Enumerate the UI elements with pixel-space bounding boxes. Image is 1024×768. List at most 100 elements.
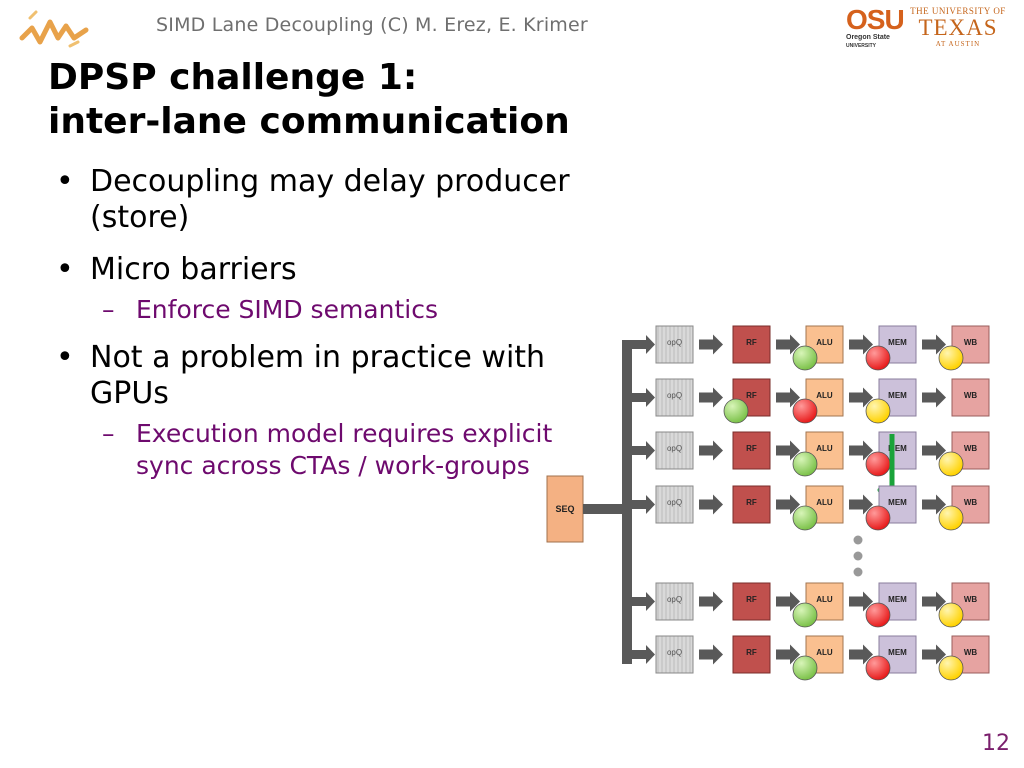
stage-opq-box xyxy=(655,378,694,417)
stage-rf-box xyxy=(732,325,771,364)
stage-arrow-head xyxy=(863,494,873,515)
stage-label: RF xyxy=(746,338,757,347)
stage-label: RF xyxy=(746,498,757,507)
stage-label: ALU xyxy=(816,595,833,604)
stage-label: RF xyxy=(746,648,757,657)
stage-arrow-head xyxy=(936,334,946,355)
progress-ball-red xyxy=(865,345,891,371)
stage-arrow xyxy=(776,596,790,607)
stage-label: opQ xyxy=(667,595,682,604)
stage-label: MEM xyxy=(888,648,907,657)
stage-label: ALU xyxy=(816,648,833,657)
stage-arrow-head xyxy=(713,644,723,665)
stage-label: MEM xyxy=(888,444,907,453)
bullet-item: • Not a problem in practice with GPUs xyxy=(56,340,590,412)
stage-mem-box xyxy=(878,485,917,524)
stage-opq-box xyxy=(655,325,694,364)
stage-arrow-head xyxy=(863,334,873,355)
stage-arrow xyxy=(849,339,863,350)
ut-logo-top: THE UNIVERSITY OF xyxy=(910,6,1006,16)
ellipsis-dot xyxy=(853,567,863,577)
lane-branch-head xyxy=(646,645,655,664)
lane-branch-head xyxy=(646,495,655,514)
progress-ball-red xyxy=(865,505,891,531)
bullet-text: Micro barriers xyxy=(90,252,297,287)
stage-label: WB xyxy=(964,648,978,657)
stage-label: WB xyxy=(964,595,978,604)
stage-arrow-head xyxy=(713,591,723,612)
bullet-dot-icon: • xyxy=(56,164,74,199)
stage-rf-box xyxy=(732,378,771,417)
stage-label: ALU xyxy=(816,498,833,507)
stage-arrow xyxy=(922,445,936,456)
osu-logo-main: OSU xyxy=(846,4,905,35)
stage-arrow xyxy=(922,339,936,350)
stage-arrow xyxy=(776,499,790,510)
stage-label: opQ xyxy=(667,498,682,507)
lane-branch xyxy=(628,597,646,606)
stage-rf-box xyxy=(732,635,771,674)
progress-ball-yellow xyxy=(938,451,964,477)
header-text: SIMD Lane Decoupling (C) M. Erez, E. Kri… xyxy=(156,14,588,36)
progress-ball-yellow xyxy=(865,398,891,424)
stage-arrow xyxy=(699,392,713,403)
stage-arrow-head xyxy=(863,591,873,612)
stage-label: WB xyxy=(964,498,978,507)
progress-ball-green xyxy=(792,345,818,371)
stage-arrow-head xyxy=(936,387,946,408)
progress-ball-red xyxy=(865,451,891,477)
stage-arrow xyxy=(699,649,713,660)
stage-arrow xyxy=(699,596,713,607)
lane-branch-head xyxy=(646,441,655,460)
seq-box xyxy=(546,475,584,543)
progress-ball-yellow xyxy=(938,602,964,628)
progress-ball-green xyxy=(792,602,818,628)
stage-arrow xyxy=(849,445,863,456)
lane-branch-head xyxy=(646,592,655,611)
stage-label: RF xyxy=(746,391,757,400)
sub-bullet-text: Enforce SIMD semantics xyxy=(136,295,438,324)
stage-arrow xyxy=(699,445,713,456)
stage-arrow xyxy=(776,649,790,660)
stage-arrow-head xyxy=(936,440,946,461)
stage-label: WB xyxy=(964,391,978,400)
stage-label: opQ xyxy=(667,444,682,453)
ut-logo-bot: AT AUSTIN xyxy=(935,40,981,48)
lane-branch-head xyxy=(646,335,655,354)
stage-label: MEM xyxy=(888,338,907,347)
stage-label: MEM xyxy=(888,595,907,604)
stage-label: MEM xyxy=(888,391,907,400)
waveform-logo-icon xyxy=(19,10,89,48)
progress-ball-red xyxy=(865,602,891,628)
seq-trunk xyxy=(583,504,631,514)
stage-label: MEM xyxy=(888,498,907,507)
progress-ball-red xyxy=(865,655,891,681)
lane-branch xyxy=(628,500,646,509)
bullet-list: • Decoupling may delay producer (store) … xyxy=(56,164,836,496)
stage-arrow-head xyxy=(713,494,723,515)
stage-label: ALU xyxy=(816,444,833,453)
stage-arrow-head xyxy=(936,591,946,612)
sub-bullet-item: – Execution model requires explicit sync… xyxy=(56,418,576,482)
bullet-item: • Decoupling may delay producer (store) xyxy=(56,164,590,236)
ut-logo-mid: TEXAS xyxy=(918,15,998,40)
progress-ball-green xyxy=(792,505,818,531)
osu-logo-sub2: UNIVERSITY xyxy=(846,43,877,49)
sub-bullet-dash-icon: – xyxy=(102,295,115,324)
slide-title-line2: inter-lane communication xyxy=(48,101,570,142)
stage-arrow-head xyxy=(713,334,723,355)
stage-arrow-head xyxy=(790,387,800,408)
stage-arrow xyxy=(699,499,713,510)
stage-arrow-head xyxy=(713,387,723,408)
osu-logo: OSU Oregon State UNIVERSITY xyxy=(846,4,905,52)
stage-opq-box xyxy=(655,431,694,470)
stage-arrow xyxy=(849,596,863,607)
stage-label: opQ xyxy=(667,391,682,400)
ellipsis-dot xyxy=(853,535,863,545)
stage-rf-box xyxy=(732,582,771,621)
lane-branch xyxy=(628,393,646,402)
page-number: 12 xyxy=(982,731,1010,756)
bullet-dot-icon: • xyxy=(56,340,74,375)
progress-ball-yellow xyxy=(938,345,964,371)
vertical-bus xyxy=(622,340,632,664)
